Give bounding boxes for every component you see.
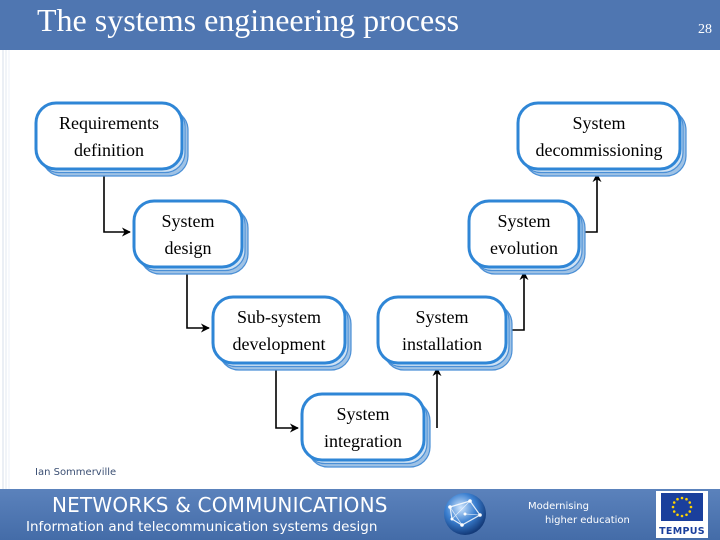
eu-star xyxy=(688,510,692,513)
node-label-system-integration-2: integration xyxy=(324,431,402,451)
eu-star xyxy=(685,497,688,501)
eu-star xyxy=(676,497,679,501)
node-label-system-installation-2: installation xyxy=(402,334,482,354)
node-label-system-design-2: design xyxy=(165,238,212,258)
node-label-system-evolution-2: evolution xyxy=(490,238,558,258)
modernising-line-2: higher education xyxy=(545,515,630,526)
node-label-system-decommissioning-2: decommissioning xyxy=(536,140,663,160)
eu-star xyxy=(689,505,693,509)
node-label-subsystem-development-1: Sub-system xyxy=(237,307,321,327)
edge-system-installation-to-system-evolution xyxy=(508,271,529,331)
eu-star xyxy=(680,496,684,500)
node-label-system-integration-1: System xyxy=(336,404,389,424)
tempus-logo: TEMPUS xyxy=(656,491,708,538)
node-system-design: System design xyxy=(132,199,249,275)
left-decoration xyxy=(2,50,10,490)
node-label-requirements-2: definition xyxy=(74,140,144,160)
node-system-integration: System integration xyxy=(300,392,431,468)
eu-star xyxy=(672,510,676,513)
modernising-line-1: Modernising xyxy=(528,501,589,512)
nodes-layer: RequirementsdefinitionSystemdesignSub-sy… xyxy=(34,101,687,468)
eu-star xyxy=(680,514,684,518)
node-label-system-installation-1: System xyxy=(415,307,468,327)
node-system-decommissioning: System decommissioning xyxy=(516,101,687,177)
footer-banner: NETWORKS & COMMUNICATIONS Information an… xyxy=(0,489,720,540)
edge-requirements-to-system-design xyxy=(103,169,131,237)
slide-header: The systems engineering process 28 xyxy=(0,0,720,50)
author-credit: Ian Sommerville xyxy=(35,467,117,478)
eu-flag-icon xyxy=(661,493,703,521)
node-system-installation: System installation xyxy=(376,295,513,371)
node-label-system-design-1: System xyxy=(161,211,214,231)
footer-title: NETWORKS & COMMUNICATIONS xyxy=(52,493,388,517)
node-subsystem-development: Sub-system development xyxy=(211,295,352,371)
slide-title: The systems engineering process xyxy=(37,2,460,38)
eu-star xyxy=(672,501,676,504)
eu-star xyxy=(688,501,692,504)
page-number: 28 xyxy=(698,22,712,37)
footer-subtitle: Information and telecommunication system… xyxy=(26,519,378,535)
node-requirements: Requirements definition xyxy=(34,101,189,177)
edge-system-design-to-subsystem-development xyxy=(186,267,210,333)
edge-subsystem-development-to-system-integration xyxy=(275,363,299,433)
node-label-system-evolution-1: System xyxy=(497,211,550,231)
tempus-logo-text: TEMPUS xyxy=(659,526,705,537)
eu-star xyxy=(676,513,679,517)
eu-star xyxy=(685,513,688,517)
edges-layer xyxy=(103,169,602,433)
node-label-system-decommissioning-1: System xyxy=(572,113,625,133)
globe-network-icon xyxy=(444,493,486,535)
node-label-subsystem-development-2: development xyxy=(233,334,326,354)
eu-star xyxy=(671,505,675,509)
edge-system-evolution-to-system-decommissioning xyxy=(581,173,602,233)
node-system-evolution: System evolution xyxy=(467,199,586,275)
node-label-requirements-1: Requirements xyxy=(59,113,159,133)
